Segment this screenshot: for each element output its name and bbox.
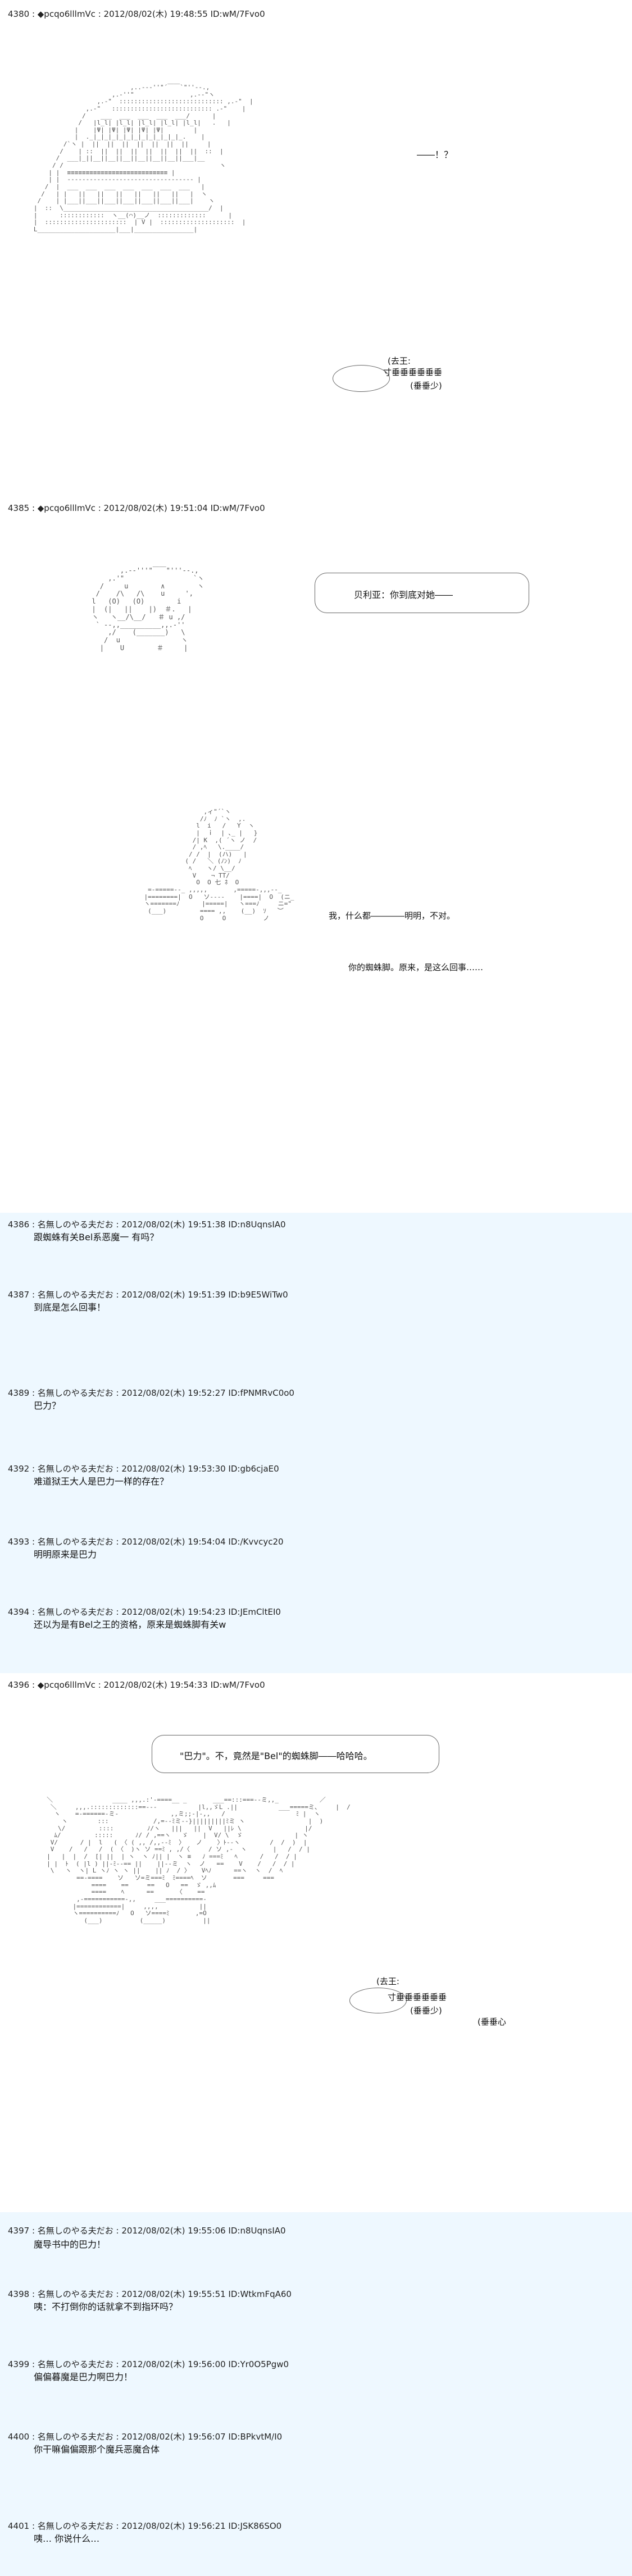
post-header: 4389 : 名無しのやる夫だお : 2012/08/02(木) 19:52:2…	[8, 1388, 294, 1398]
post-4398: 4398 : 名無しのやる夫だお : 2012/08/02(木) 19:55:5…	[0, 2282, 632, 2353]
post-4385: 4385 : ◆pcqo6lllmVc : 2012/08/02(木) 19:5…	[0, 494, 632, 1213]
post-header: 4399 : 名無しのやる夫だお : 2012/08/02(木) 19:56:0…	[8, 2359, 289, 2369]
post-body: 跟蜘蛛有关Bel系恶魔一 有吗？	[34, 1232, 159, 1243]
post-body: 巴力？	[34, 1400, 61, 1411]
post-header: 4396 : ◆pcqo6lllmVc : 2012/08/02(木) 19:5…	[8, 1680, 265, 1690]
dialogue-line: 我，什么都――――明明，不对。	[329, 911, 456, 921]
post-4387: 4387 : 名無しのやる夫だお : 2012/08/02(木) 19:51:3…	[0, 1283, 632, 1353]
caption-box	[315, 573, 529, 613]
post-4386: 4386 : 名無しのやる夫だお : 2012/08/02(木) 19:51:3…	[0, 1213, 632, 1283]
caption-box	[152, 1735, 439, 1773]
dialogue-line: 你的蜘蛛脚。原来，是这么回事……	[348, 962, 484, 972]
caption-text: 贝利亚：你到底对她――	[354, 590, 453, 600]
post-header: 4386 : 名無しのやる夫だお : 2012/08/02(木) 19:51:3…	[8, 1220, 286, 1230]
post-header: 4387 : 名無しのやる夫だお : 2012/08/02(木) 19:51:3…	[8, 1290, 288, 1300]
ascii-art-castle: ,..-‐‐''"´￣￣`"''‐-., ,.-''" ,.-‐"ヽ ,.-" …	[33, 84, 253, 233]
post-body: 偏偏暮魔是巴力啊巴力！	[34, 2372, 133, 2382]
post-4392: 4392 : 名無しのやる夫だお : 2012/08/02(木) 19:53:3…	[0, 1457, 632, 1530]
post-4397: 4397 : 名無しのやる夫だお : 2012/08/02(木) 19:55:0…	[0, 2212, 632, 2282]
speech-bubble	[333, 365, 390, 392]
post-header: 4392 : 名無しのやる夫だお : 2012/08/02(木) 19:53:3…	[8, 1464, 279, 1474]
caption-text: "巴力"。不，竟然是"Bel"的蜘蛛脚――哈哈哈。	[180, 1751, 372, 1761]
bubble-text: 寸垂垂垂垂垂垂	[383, 367, 443, 377]
post-4401: 4401 : 名無しのやる夫だお : 2012/08/02(木) 19:56:2…	[0, 2499, 632, 2576]
post-body: 你干嘛偏偏跟那个魔兵恶魔合体	[34, 2444, 160, 2455]
post-header: 4394 : 名無しのやる夫だお : 2012/08/02(木) 19:54:2…	[8, 1607, 281, 1617]
post-body: 难道狱王大人是巴力一样的存在？	[34, 1476, 169, 1487]
post-body: 咦：不打倒你的话就拿不到指环吗？	[34, 2301, 178, 2312]
post-4396: 4396 : ◆pcqo6lllmVc : 2012/08/02(木) 19:5…	[0, 1673, 632, 2212]
post-body: 咦… 你说什么…	[34, 2533, 100, 2544]
ascii-art-figure: ,ィ"´`ヽ /ﾉ ﾉ `ヽ ,. l i / Y ヽ | ｉ | ､_ | }…	[144, 808, 294, 922]
speech-bubble	[349, 1988, 407, 2013]
post-header: 4385 : ◆pcqo6lllmVc : 2012/08/02(木) 19:5…	[8, 503, 265, 513]
post-4389: 4389 : 名無しのやる夫だお : 2012/08/02(木) 19:52:2…	[0, 1353, 632, 1457]
reply-text: ――！？	[417, 149, 453, 160]
post-body: 明明原来是巴力	[34, 1549, 97, 1560]
bubble-text: (垂垂少)	[410, 381, 442, 391]
post-header: 4393 : 名無しのやる夫だお : 2012/08/02(木) 19:54:0…	[8, 1537, 284, 1547]
post-4394: 4394 : 名無しのやる夫だお : 2012/08/02(木) 19:54:2…	[0, 1600, 632, 1673]
bubble-text: (垂垂少)	[410, 2006, 442, 2016]
post-body: 魔导书中的巴力！	[34, 2239, 106, 2250]
post-header: 4401 : 名無しのやる夫だお : 2012/08/02(木) 19:56:2…	[8, 2521, 282, 2531]
post-4380: 4380 : ◆pcqo6lllmVc : 2012/08/02(木) 19:4…	[0, 0, 632, 494]
bubble-text: 寸垂垂垂垂垂垂	[388, 1992, 447, 2002]
post-header: 4398 : 名無しのやる夫だお : 2012/08/02(木) 19:55:5…	[8, 2289, 292, 2299]
bubble-text: (去王:	[376, 1976, 399, 1986]
bubble-text: (去王:	[388, 356, 411, 366]
post-header: 4380 : ◆pcqo6lllmVc : 2012/08/02(木) 19:4…	[8, 9, 265, 19]
post-header: 4400 : 名無しのやる夫だお : 2012/08/02(木) 19:56:0…	[8, 2432, 283, 2442]
post-body: 还以为是有Bel之王的资格，原来是蜘蛛脚有关w	[34, 1619, 226, 1630]
post-4393: 4393 : 名無しのやる夫だお : 2012/08/02(木) 19:54:0…	[0, 1530, 632, 1600]
post-body: 到底是怎么回事！	[34, 1302, 106, 1313]
post-4399: 4399 : 名無しのやる夫だお : 2012/08/02(木) 19:56:0…	[0, 2353, 632, 2423]
ascii-art-character: ,.-‐'''"￣￣"'''‐-., ,.'" `ヽ / u ∧ ヽ / /\ …	[92, 567, 204, 652]
bubble-text: (垂垂心	[478, 2017, 506, 2027]
post-header: 4397 : 名無しのやる夫だお : 2012/08/02(木) 19:55:0…	[8, 2226, 286, 2236]
post-4400: 4400 : 名無しのやる夫だお : 2012/08/02(木) 19:56:0…	[0, 2423, 632, 2499]
ascii-art-scene: ＼ ____ ,,,.:'-====__ _ ___==:::===--ミ,,_…	[47, 1796, 351, 1924]
